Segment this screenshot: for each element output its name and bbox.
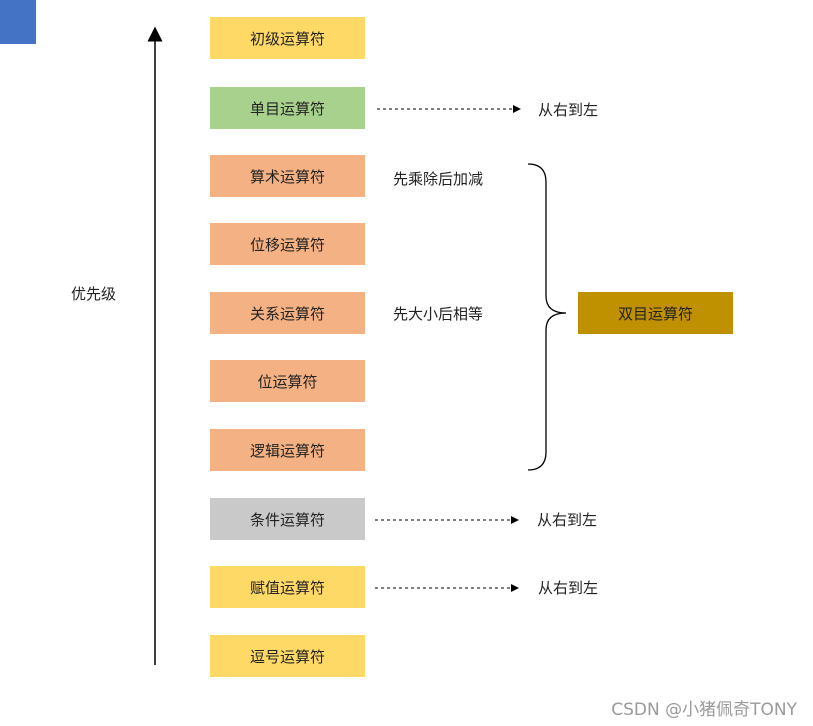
arithmetic-operator-box: 算术运算符 <box>210 155 365 197</box>
comma-operator-box: 逗号运算符 <box>210 635 365 677</box>
conditional-associativity-note: 从右到左 <box>537 511 598 529</box>
binary-brace <box>527 163 567 471</box>
logical-operator-label: 逻辑运算符 <box>249 441 325 460</box>
relational-operator-box: 关系运算符 <box>210 292 365 334</box>
shift-operator-box: 位移运算符 <box>210 223 365 265</box>
bitwise-operator-label: 位运算符 <box>257 372 318 391</box>
conditional-operator-label: 条件运算符 <box>249 510 325 529</box>
priority-axis-label: 优先级 <box>71 285 117 303</box>
conditional-operator-box: 条件运算符 <box>210 498 365 540</box>
assignment-operator-box: 赋值运算符 <box>210 566 365 608</box>
binary-operator-group-box: 双目运算符 <box>578 292 733 334</box>
shift-operator-label: 位移运算符 <box>249 235 325 254</box>
comma-operator-label: 逗号运算符 <box>249 647 325 666</box>
unary-operator-box: 单目运算符 <box>210 87 365 129</box>
arithmetic-operator-label: 算术运算符 <box>249 167 325 186</box>
primary-operator-box: 初级运算符 <box>210 17 365 59</box>
binary-operator-group-label: 双目运算符 <box>617 304 693 323</box>
arithmetic-rule-note: 先乘除后加减 <box>393 170 484 188</box>
corner-block <box>0 0 36 44</box>
unary-associativity-note: 从右到左 <box>538 101 599 119</box>
logical-operator-box: 逻辑运算符 <box>210 429 365 471</box>
bitwise-operator-box: 位运算符 <box>210 360 365 402</box>
assignment-associativity-note: 从右到左 <box>538 579 599 597</box>
unary-operator-label: 单目运算符 <box>249 99 325 118</box>
primary-operator-label: 初级运算符 <box>249 29 325 48</box>
assignment-operator-label: 赋值运算符 <box>249 578 325 597</box>
watermark: CSDN @小猪佩奇TONY <box>611 700 797 720</box>
relational-rule-note: 先大小后相等 <box>393 305 484 323</box>
relational-operator-label: 关系运算符 <box>249 304 325 323</box>
